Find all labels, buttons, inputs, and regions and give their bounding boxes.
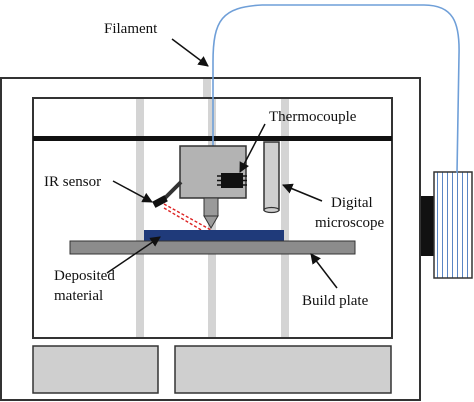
base-panel-right — [174, 345, 392, 394]
filament-arrow — [171, 38, 209, 67]
vertical-rail-left — [136, 99, 144, 337]
ir-beam-lower — [163, 207, 204, 232]
label-microscope: microscope — [315, 215, 384, 231]
ir-beam-upper — [163, 203, 212, 231]
ir-sensor — [152, 195, 168, 208]
spool-mount — [421, 196, 434, 256]
build-plate-arrow — [310, 253, 338, 289]
rail-top-extension — [203, 79, 211, 97]
thermocouple-chip — [217, 173, 247, 188]
filament-spool[interactable] — [433, 171, 473, 279]
label-deposited: Deposited — [54, 268, 115, 284]
label-digital: Digital — [331, 195, 373, 211]
filament-tube — [212, 4, 460, 174]
microscope-arrow — [282, 183, 323, 202]
label-build-plate: Build plate — [302, 293, 369, 309]
ir-sensor-arrow — [112, 180, 153, 203]
print-head — [179, 145, 247, 199]
deposited-material — [144, 230, 284, 241]
label-material: material — [54, 288, 103, 304]
build-plate — [69, 240, 356, 255]
deposited-material-arrow — [106, 236, 161, 274]
digital-microscope — [263, 141, 280, 211]
microscope-lens — [263, 206, 280, 214]
nozzle-body — [203, 197, 219, 217]
label-ir-sensor: IR sensor — [44, 174, 101, 190]
vertical-rail-right — [281, 99, 289, 337]
label-thermocouple: Thermocouple — [269, 109, 357, 125]
nozzle-tip — [203, 215, 219, 229]
base-panel-left — [32, 345, 159, 394]
label-filament: Filament — [104, 21, 158, 37]
thermocouple-arrow — [239, 123, 266, 173]
